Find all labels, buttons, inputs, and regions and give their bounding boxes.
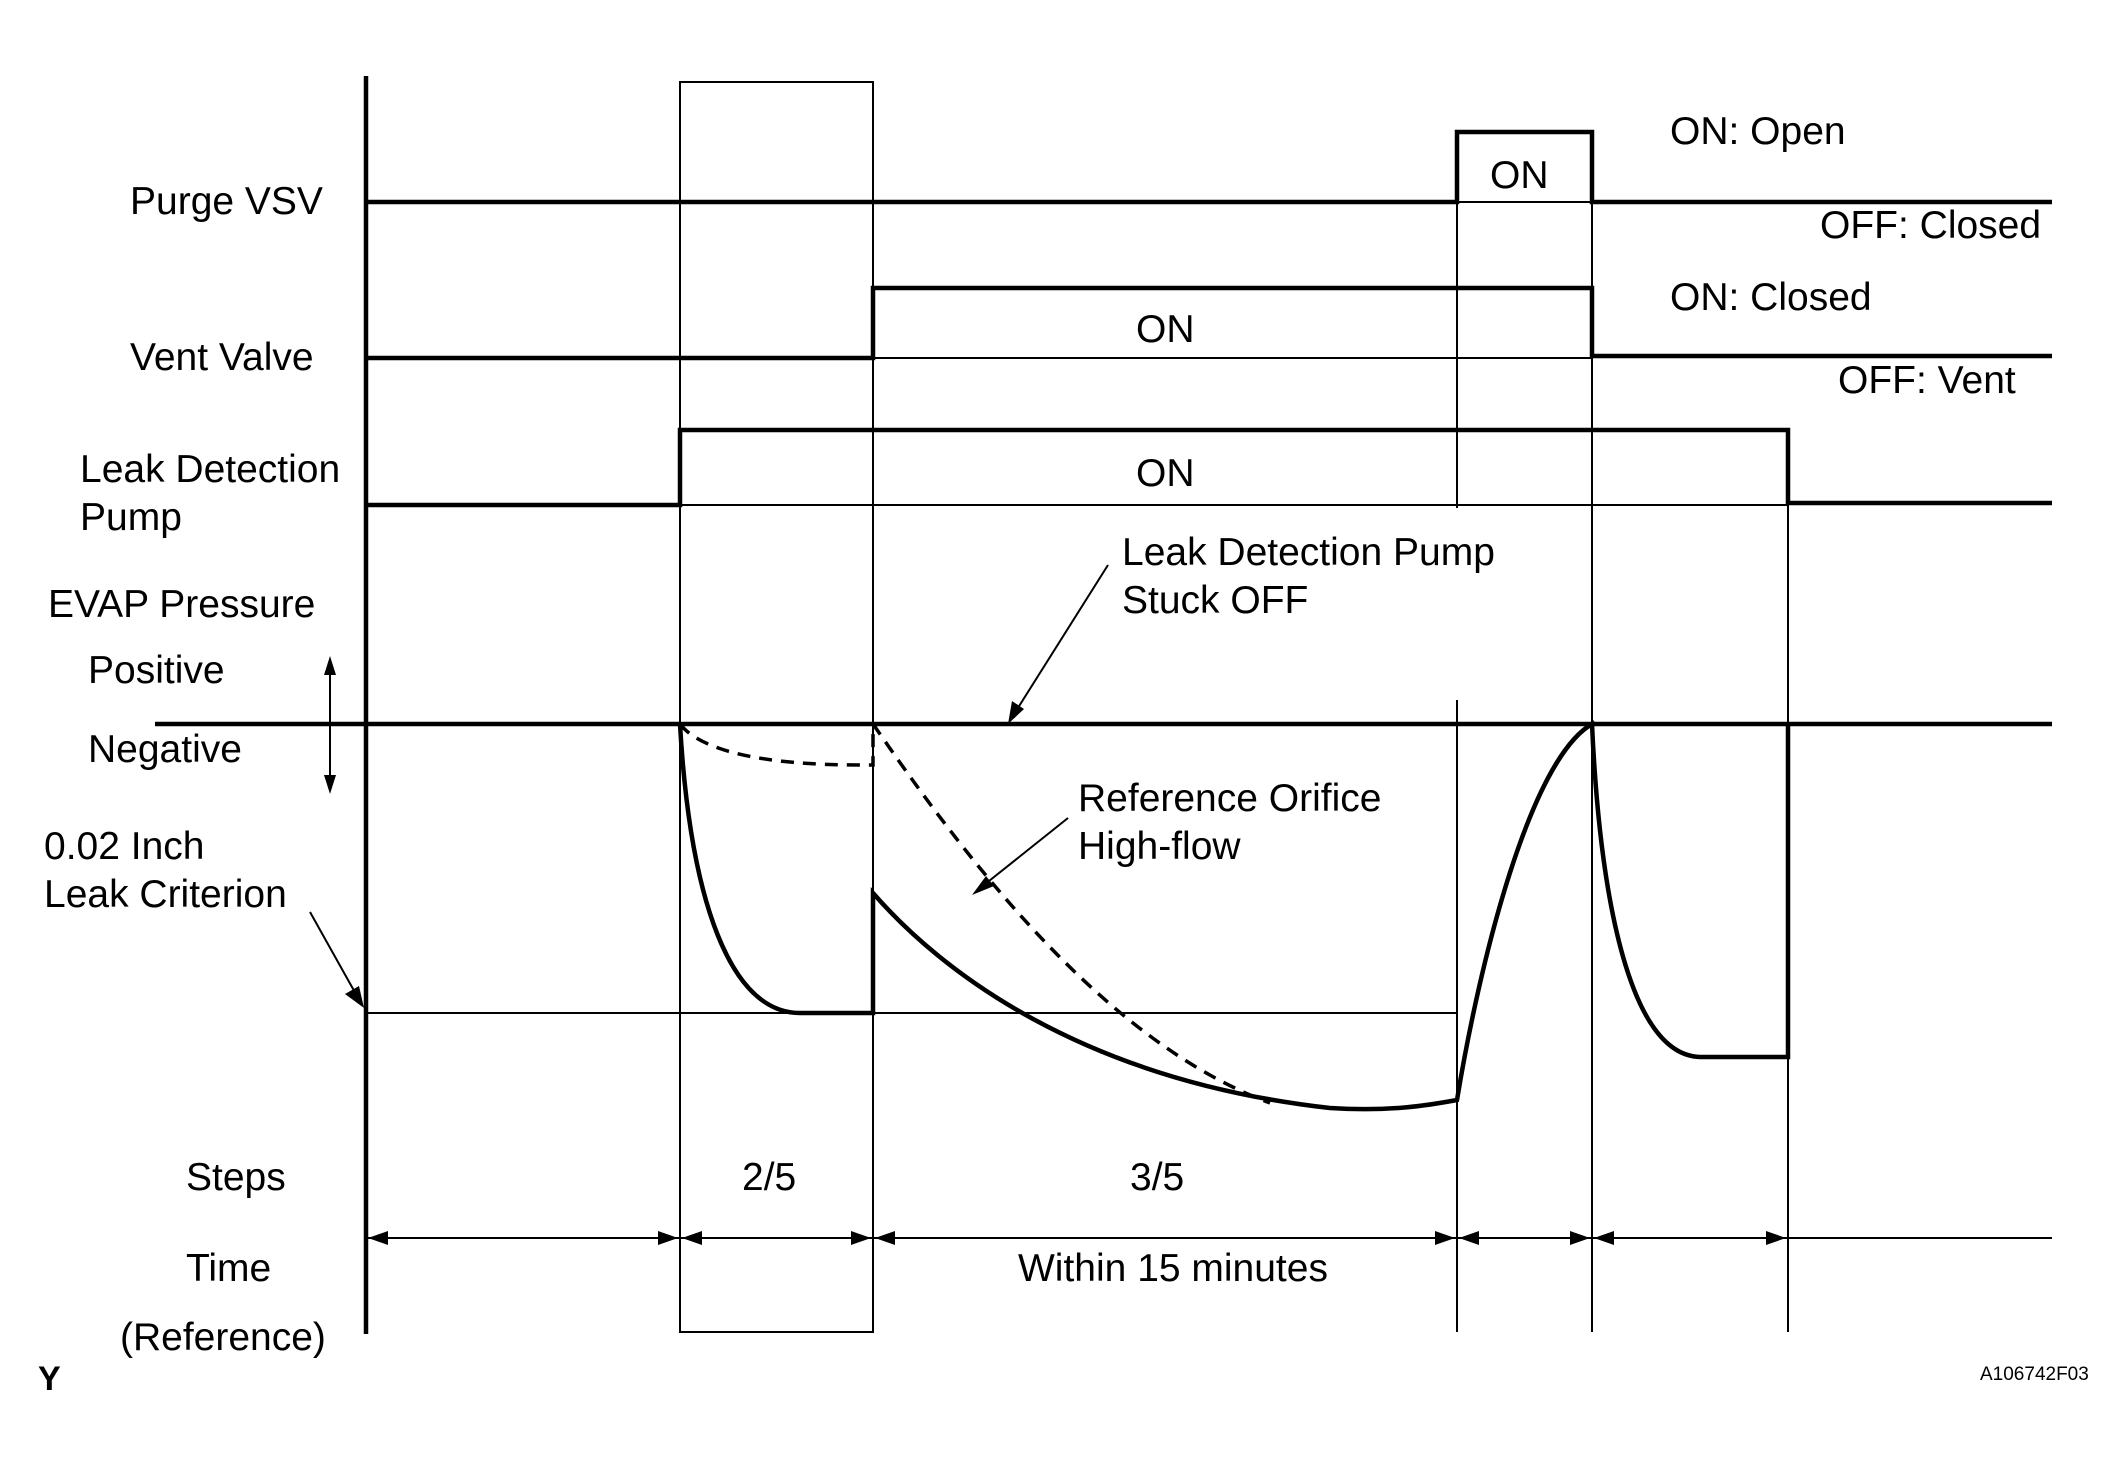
purge-on-box-label: ON <box>1490 154 1549 197</box>
label-steps: Steps <box>186 1156 286 1199</box>
pump-signal <box>366 427 2052 508</box>
stuck-off-pointer-head <box>1008 701 1024 724</box>
purge-off-meaning: OFF: Closed <box>1820 204 2041 247</box>
figure-code: A106742F03 <box>1980 1364 2089 1385</box>
criterion-pointer-head <box>345 986 364 1008</box>
vent-on-meaning: ON: Closed <box>1670 276 1872 319</box>
vent-on-label: ON <box>1136 308 1195 351</box>
corner-mark: Y <box>38 1360 61 1398</box>
stuck-off-pointer <box>1015 564 1109 712</box>
label-pump-line2: Pump <box>80 496 182 539</box>
step-2-5-box <box>679 81 874 1333</box>
label-criterion-line1: 0.02 Inch <box>44 825 204 868</box>
label-vent-valve: Vent Valve <box>130 336 314 379</box>
annotation-stuck-off-line1: Leak Detection Pump <box>1122 531 1495 574</box>
label-criterion-line2: Leak Criterion <box>44 873 287 916</box>
orifice-pointer <box>983 817 1069 886</box>
time-arrowheads <box>368 1231 1786 1245</box>
label-evap-pressure: EVAP Pressure <box>48 583 315 626</box>
purge-vsv-signal <box>366 129 2052 205</box>
vent-off-meaning: OFF: Vent <box>1838 359 2016 402</box>
step-2-5: 2/5 <box>742 1156 796 1199</box>
label-time: Time <box>186 1247 271 1290</box>
purge-on-meaning: ON: Open <box>1670 110 1846 153</box>
label-positive: Positive <box>88 649 225 692</box>
orifice-pointer-head <box>972 876 994 895</box>
pressure-arrow-up <box>324 656 336 675</box>
label-time-reference: (Reference) <box>120 1316 326 1359</box>
annotation-orifice-line2: High-flow <box>1078 825 1241 868</box>
criterion-pointer <box>309 911 358 997</box>
pressure-arrow-down <box>324 775 336 794</box>
stuck-off-dip-curve <box>678 722 875 767</box>
orifice-curve <box>871 723 1271 1105</box>
label-purge-vsv: Purge VSV <box>130 180 323 223</box>
pump-on-label: ON <box>1136 452 1195 495</box>
step-3-5: 3/5 <box>1130 1156 1184 1199</box>
label-pump-line1: Leak Detection <box>80 448 340 491</box>
time-within-15: Within 15 minutes <box>1018 1247 1328 1290</box>
vent-valve-signal <box>366 285 2052 361</box>
annotation-orifice-line1: Reference Orifice <box>1078 777 1381 820</box>
label-negative: Negative <box>88 728 242 771</box>
annotation-stuck-off-line2: Stuck OFF <box>1122 579 1308 622</box>
evap-pressure-curve <box>677 720 1791 1112</box>
